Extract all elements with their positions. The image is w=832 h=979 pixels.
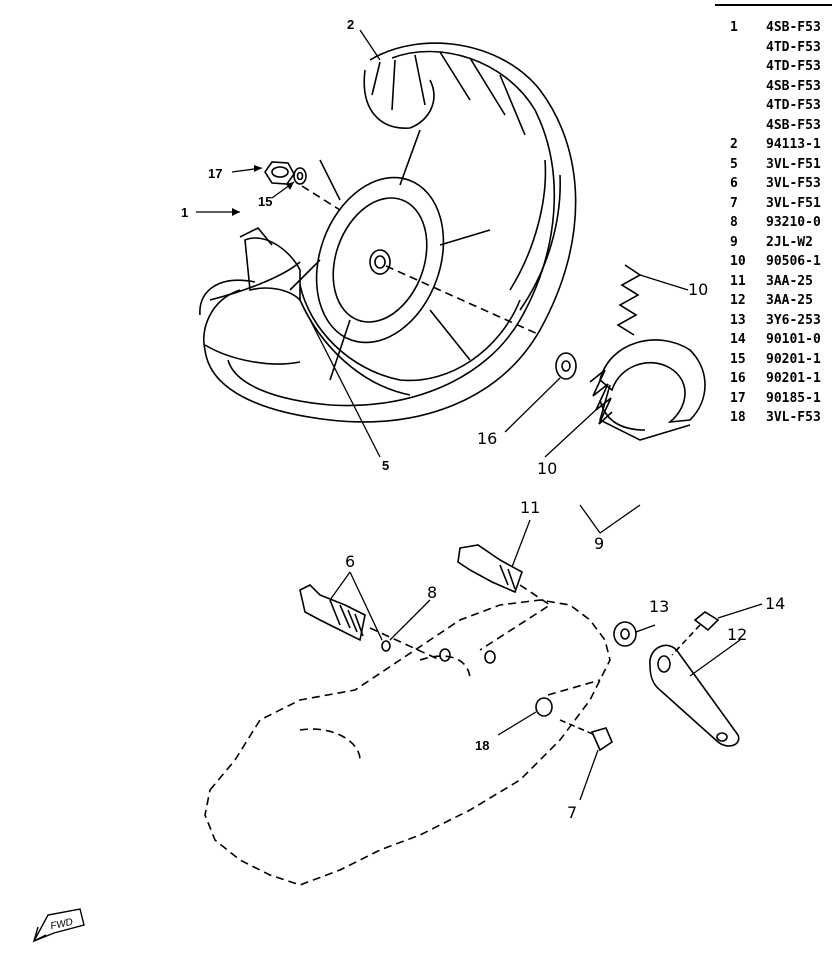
wheel-rim-drawing [239, 129, 541, 396]
callout-9: 9 [594, 534, 604, 553]
part-ref-number: 13 [730, 312, 746, 328]
part-ref-number: 1 [730, 20, 738, 35]
fwd-label: FWD [49, 917, 74, 932]
washer-13-drawing [613, 621, 637, 647]
part-ref-number: 8 [730, 215, 738, 230]
part-number: 90201-1 [766, 371, 821, 386]
callout-5: 5 [382, 458, 389, 473]
axle-drawing [299, 584, 441, 661]
part-number: 3VL-F51 [766, 195, 821, 211]
part-ref-number: 17 [730, 390, 746, 406]
callout-11: 11 [520, 498, 540, 517]
brake-shoe-drawing [599, 339, 706, 441]
part-ref-number [730, 98, 766, 118]
part-number: 90185-1 [766, 390, 821, 406]
parts-list-row: 14 90101-0 [730, 332, 832, 352]
callout-18: 18 [475, 738, 489, 753]
callout-12: 12 [727, 625, 747, 644]
part-ref-number: 7 [730, 195, 738, 211]
part-ref-number: 14 [730, 332, 746, 347]
callout-14: 14 [765, 594, 785, 613]
part-number: 93210-0 [766, 215, 821, 230]
parts-list-row: 2 94113-1 [730, 137, 832, 157]
part-ref-number [730, 40, 766, 60]
callout-6: 6 [345, 552, 355, 571]
part-number: 4SB-F53 [766, 78, 821, 94]
part-number: 3AA-25 [766, 273, 813, 289]
part-ref-number: 2 [730, 137, 738, 152]
parts-list-row: 9 2JL-W2 [730, 235, 832, 255]
part-number: 4TD-F53 [766, 59, 821, 74]
parts-list: 1 4SB-F53 4TD-F53 4TD-F53 4SB-F53 4TD-F53 4SB-… [730, 20, 832, 430]
parts-list-row: 4TD-F53 [730, 98, 832, 118]
callout-1: 1 [181, 205, 188, 220]
parts-list-row: 18 3VL-F53 [730, 410, 832, 430]
forward-arrow-icon: FWD [32, 908, 85, 943]
callout-2: 2 [347, 17, 354, 32]
parts-list-row: 4SB-F53 [730, 118, 832, 138]
part-ref-number: 15 [730, 351, 746, 367]
plug-drawing [535, 697, 553, 717]
part-number: 3VL-F53 [766, 176, 821, 191]
part-ref-number: 6 [730, 176, 738, 191]
callout-10-upper: 10 [688, 280, 708, 299]
part-number: 4SB-F53 [766, 117, 821, 133]
parts-list-row: 13 3Y6-253 [730, 313, 832, 333]
parts-list-row: 16 90201-1 [730, 371, 832, 391]
part-number: 94113-1 [766, 137, 821, 152]
collar-drawing [590, 727, 613, 752]
callout-8: 8 [427, 583, 437, 602]
parts-list-row: 12 3AA-25 [730, 293, 832, 313]
parts-list-row: 7 3VL-F51 [730, 196, 832, 216]
part-ref-number: 5 [730, 156, 738, 172]
part-number: 90506-1 [766, 254, 821, 269]
part-number: 4SB-F53 [766, 20, 821, 35]
part-number: 4TD-F53 [766, 39, 821, 55]
part-ref-number: 18 [730, 410, 746, 425]
part-number: 3VL-F51 [766, 156, 821, 172]
parts-list-row: 6 3VL-F53 [730, 176, 832, 196]
callout-13: 13 [649, 597, 669, 616]
circlip-drawing [381, 640, 391, 652]
parts-list-row: 11 3AA-25 [730, 274, 832, 294]
cam-lever-drawing [649, 644, 740, 747]
callout-10-lower: 10 [537, 459, 557, 478]
callout-15: 15 [258, 194, 272, 209]
parts-list-row: 4TD-F53 [730, 40, 832, 60]
crankcase-housing-drawing [204, 599, 611, 886]
parts-list-row: 5 3VL-F51 [730, 157, 832, 177]
nut-washer-drawing [264, 161, 341, 211]
tire-drawing [199, 42, 577, 423]
part-number: 4TD-F53 [766, 98, 821, 113]
part-ref-number [730, 59, 766, 79]
parts-list-rule [715, 4, 832, 6]
bolt-drawing [693, 611, 720, 632]
part-number: 3Y6-253 [766, 312, 821, 328]
part-ref-number: 16 [730, 371, 746, 386]
parts-list-row: 4SB-F53 [730, 79, 832, 99]
part-ref-number [730, 79, 766, 99]
part-number: 90201-1 [766, 351, 821, 367]
callout-7: 7 [567, 803, 577, 822]
part-number: 3VL-F53 [766, 410, 821, 425]
parts-list-row: 8 93210-0 [730, 215, 832, 235]
parts-list-row: 4TD-F53 [730, 59, 832, 79]
part-ref-number [730, 118, 766, 138]
part-ref-number: 10 [730, 254, 746, 269]
cam-shaft-drawing [457, 544, 552, 651]
part-ref-number: 11 [730, 273, 746, 289]
parts-list-row: 15 90201-1 [730, 352, 832, 372]
part-ref-number: 12 [730, 293, 746, 308]
part-number: 90101-0 [766, 332, 821, 347]
part-ref-number: 9 [730, 234, 738, 250]
parts-list-row: 10 90506-1 [730, 254, 832, 274]
part-number: 2JL-W2 [766, 234, 813, 250]
part-number: 3AA-25 [766, 293, 813, 308]
callout-17: 17 [208, 166, 222, 181]
callout-16: 16 [477, 429, 497, 448]
parts-list-row: 17 90185-1 [730, 391, 832, 411]
washer-16-drawing [555, 352, 577, 380]
parts-list-row: 1 4SB-F53 [730, 20, 832, 40]
